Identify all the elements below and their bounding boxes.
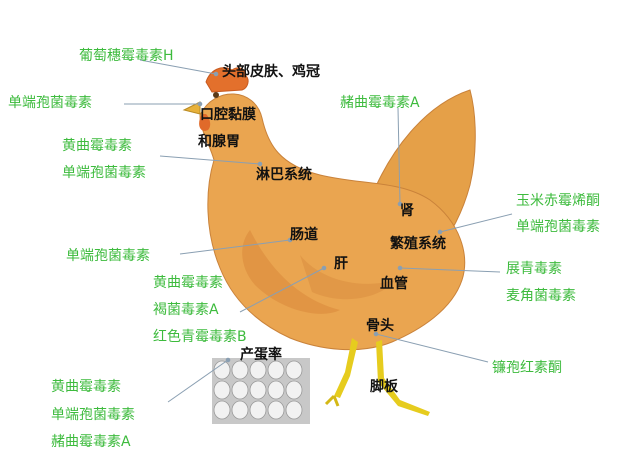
toxin-head-1: 葡萄穗霉毒素H bbox=[79, 48, 174, 64]
egg-tray-image bbox=[212, 358, 310, 424]
toxin-reproductive-2: 单端孢菌毒素 bbox=[516, 219, 600, 235]
leader-blood bbox=[399, 267, 501, 273]
organ-oral-mucosa: 口腔黏膜 bbox=[200, 107, 256, 123]
toxin-bone-1: 镰孢红素酮 bbox=[492, 360, 562, 376]
toxin-lymph-2: 单端孢菌毒素 bbox=[62, 165, 146, 181]
leader-lymph bbox=[159, 155, 261, 165]
wing-shading bbox=[300, 255, 395, 300]
toxin-egg-3: 赭曲霉毒素A bbox=[51, 434, 131, 450]
leader-intestine bbox=[179, 239, 291, 255]
organ-bone: 骨头 bbox=[366, 318, 394, 334]
organ-lymphatic-system: 淋巴系统 bbox=[256, 167, 312, 183]
organ-glandular-stomach: 和腺胃 bbox=[198, 134, 240, 150]
organ-reproductive-system: 繁殖系统 bbox=[390, 236, 446, 252]
organ-blood-vessels: 血管 bbox=[380, 276, 408, 292]
hen-beak bbox=[182, 101, 201, 115]
organ-liver: 肝 bbox=[334, 256, 348, 272]
organ-kidney: 肾 bbox=[400, 203, 414, 219]
leader-reproductive bbox=[439, 213, 513, 233]
toxin-liver-1: 黄曲霉毒素 bbox=[153, 275, 223, 291]
toxin-liver-2: 褐菌毒素A bbox=[153, 302, 219, 318]
toxin-reproductive-1: 玉米赤霉烯酮 bbox=[516, 193, 600, 209]
toxin-intestine-1: 单端孢菌毒素 bbox=[66, 248, 150, 264]
hen-right-leg bbox=[376, 340, 430, 416]
leader-liver bbox=[239, 267, 325, 313]
leader-kidney bbox=[397, 107, 401, 205]
hen-eye bbox=[213, 92, 219, 98]
toxin-blood-1: 展青毒素 bbox=[506, 261, 562, 277]
organ-head-skin-comb: 头部皮肤、鸡冠 bbox=[222, 64, 320, 80]
toxin-liver-3: 红色青霉毒素B bbox=[153, 329, 247, 345]
organ-feet: 脚板 bbox=[370, 379, 398, 395]
toxin-egg-1: 黄曲霉毒素 bbox=[51, 379, 121, 395]
toxin-blood-2: 麦角菌毒素 bbox=[506, 288, 576, 304]
toxin-lymph-1: 黄曲霉毒素 bbox=[62, 138, 132, 154]
toxin-kidney-1: 赭曲霉毒素A bbox=[340, 95, 420, 111]
hen-wattle bbox=[199, 114, 211, 131]
hen-left-leg bbox=[334, 338, 358, 398]
toxin-oral-1: 单端孢菌毒素 bbox=[8, 95, 92, 111]
hen-shading bbox=[242, 230, 340, 314]
leader-bone bbox=[375, 333, 489, 363]
toxin-egg-2: 单端孢菌毒素 bbox=[51, 407, 135, 423]
leader-egg bbox=[167, 359, 229, 403]
leader-head bbox=[139, 59, 217, 75]
organ-egg-production: 产蛋率 bbox=[240, 347, 282, 363]
organ-intestine: 肠道 bbox=[290, 227, 318, 243]
hen-left-foot bbox=[324, 394, 340, 407]
